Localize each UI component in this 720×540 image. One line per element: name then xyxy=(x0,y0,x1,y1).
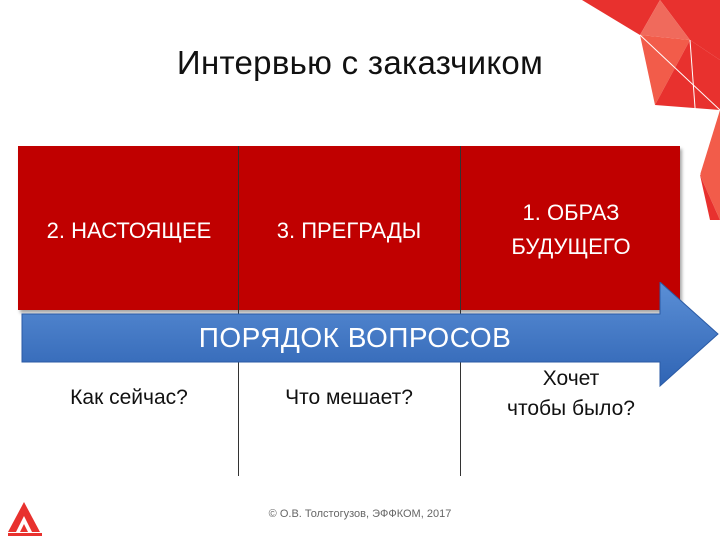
slide-title: Интервью с заказчиком xyxy=(176,44,544,81)
company-logo-icon xyxy=(4,496,46,538)
column-header-future-line2: БУДУЩЕГО xyxy=(511,234,631,259)
phase-band xyxy=(18,146,680,310)
footer-copyright: © О.В. Толстогузов, ЭФФКОМ, 2017 xyxy=(268,508,452,520)
column-header-obstacles: 3. ПРЕГРАДЫ xyxy=(276,218,422,243)
question-order-arrow xyxy=(21,282,719,388)
column-header-future: 1. ОБРАЗ БУДУЩЕГО xyxy=(462,196,680,264)
question-future-line2: чтобы было? xyxy=(507,397,635,420)
question-present: Как сейчас? xyxy=(70,386,188,409)
question-future: Хочет чтобы было? xyxy=(462,364,680,424)
question-obstacles: Что мешает? xyxy=(285,386,413,409)
question-future-line1: Хочет xyxy=(542,367,600,390)
arrow-label: ПОРЯДОК ВОПРОСОВ xyxy=(198,322,512,353)
column-divider-2 xyxy=(460,146,461,476)
corner-triangles-decoration xyxy=(582,0,720,220)
column-header-future-line1: 1. ОБРАЗ xyxy=(522,200,620,225)
column-header-present: 2. НАСТОЯЩЕЕ xyxy=(46,218,212,243)
column-divider-1 xyxy=(238,146,239,476)
